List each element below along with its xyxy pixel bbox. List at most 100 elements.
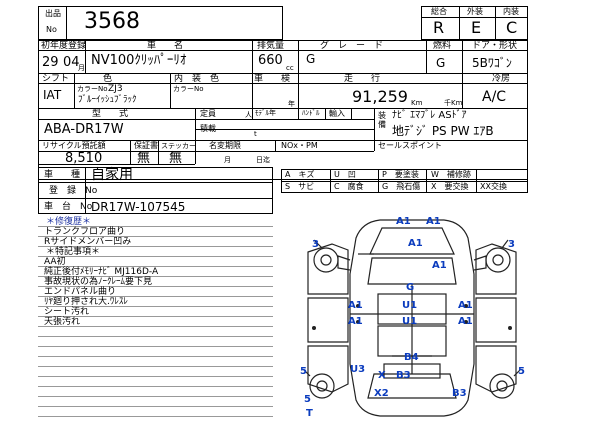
note-rule bbox=[38, 266, 273, 267]
header-shift: シフト bbox=[42, 74, 70, 84]
mark-a1-upper-right: A1 bbox=[408, 238, 423, 249]
grade-box bbox=[421, 6, 528, 40]
note-line: シート汚れ bbox=[44, 307, 90, 317]
header-sticker: ステッカー bbox=[161, 142, 196, 150]
header-warranty: 保証書 bbox=[134, 141, 158, 150]
code-x: X 要交換 bbox=[431, 182, 469, 191]
header-sales-point: セールスポイント bbox=[378, 141, 442, 150]
mark-u1-lower: U1 bbox=[402, 316, 417, 327]
capacity-unit: 人 bbox=[245, 111, 252, 119]
note-rule bbox=[38, 316, 273, 317]
displacement-unit: cc bbox=[286, 64, 294, 72]
mileage-thousand-unit: 千Km bbox=[444, 99, 463, 107]
month-unit: 月 bbox=[78, 64, 85, 72]
code-p: P 要塗装 bbox=[382, 170, 419, 179]
code-g: G 飛石傷 bbox=[382, 182, 421, 191]
note-rule bbox=[38, 236, 273, 237]
model-value: ABA-DR17W bbox=[44, 122, 124, 137]
warranty-value: 無 bbox=[137, 151, 151, 166]
mark-u3: U3 bbox=[350, 364, 365, 375]
displacement: 660 bbox=[258, 53, 283, 68]
note-line: 事故現状の為ﾉｰｸﾚｰﾑ要下見 bbox=[44, 277, 153, 287]
grade-value: G bbox=[306, 52, 316, 66]
color-no-label: カラーNo bbox=[77, 85, 108, 93]
mark-a1-right-lower-side: A1 bbox=[458, 316, 473, 327]
header-name-change-expiry: 名変期限 bbox=[209, 141, 241, 150]
note-rule bbox=[38, 366, 273, 367]
aircon-value: A/C bbox=[482, 89, 507, 105]
first-reg-month: 04 bbox=[63, 55, 80, 70]
header-model-year: ﾓﾃﾞﾙ年 bbox=[255, 109, 276, 117]
recycle-value: 8,510 bbox=[65, 151, 103, 166]
note-line: ＊修復歴＊ bbox=[46, 217, 92, 227]
mark-u1-upper: U1 bbox=[402, 300, 417, 311]
header-grade: グ レ ー ド bbox=[320, 41, 384, 51]
header-vehicle-type: 車 種 bbox=[44, 170, 81, 180]
mileage-value: 91,259 bbox=[352, 87, 408, 106]
header-chassis-no: 車 台 No bbox=[44, 202, 93, 212]
header-import: 輸入 bbox=[329, 109, 345, 118]
note-line: 天張汚れ bbox=[44, 317, 81, 327]
note-line: ＊特記事項＊ bbox=[46, 247, 101, 257]
mark-x2: X2 bbox=[374, 388, 389, 399]
car-name: NV100ｸﾘｯﾊﾟｰﾘｵ bbox=[91, 53, 187, 68]
note-rule bbox=[38, 326, 273, 327]
note-rule bbox=[38, 296, 273, 297]
header-fuel: 燃料 bbox=[433, 41, 452, 51]
code-w: W 補修跡 bbox=[431, 170, 471, 179]
fuel-value: G bbox=[436, 56, 446, 70]
color-name: ﾌﾞﾙｰｲｯｼｭﾌﾞﾗｯｸ bbox=[78, 95, 137, 105]
door-shape: 5Bﾜｺﾞﾝ bbox=[472, 56, 512, 70]
code-s: S サビ bbox=[285, 182, 315, 191]
note-line: エンドパネル曲り bbox=[44, 287, 117, 297]
interior-color-no-label: カラーNo bbox=[173, 85, 204, 93]
mark-a1-top-right: A1 bbox=[426, 216, 441, 227]
grade-header-exterior: 外装 bbox=[467, 7, 483, 16]
note-rule bbox=[38, 336, 273, 337]
note-rule bbox=[38, 306, 273, 307]
code-c: C 腐食 bbox=[334, 182, 364, 191]
header-registration-no: 登 録 No bbox=[49, 186, 98, 196]
vehicle-type: 自家用 bbox=[91, 167, 133, 183]
header-load: 積載 bbox=[200, 124, 216, 133]
header-model: 型 式 bbox=[92, 109, 129, 119]
mark-a1-top-left: A1 bbox=[396, 216, 411, 227]
inspection-year-unit: 年 bbox=[288, 100, 295, 108]
note-rule bbox=[38, 346, 273, 347]
first-reg-year: 29 bbox=[42, 55, 59, 70]
header-inspection: 車 検 bbox=[254, 74, 291, 84]
note-rule bbox=[38, 286, 273, 287]
expiry-month-unit: 月 bbox=[224, 156, 231, 164]
header-handle: ﾊﾝﾄﾞﾙ bbox=[302, 109, 320, 117]
mark-g: G bbox=[406, 282, 414, 293]
grade-interior: C bbox=[506, 18, 518, 37]
header-recycle: リサイクル預託額 bbox=[42, 141, 106, 150]
note-rule bbox=[38, 386, 273, 387]
header-interior-color: 内 装 色 bbox=[174, 74, 220, 84]
code-a: A キズ bbox=[285, 170, 315, 179]
grade-header-interior: 内装 bbox=[503, 7, 519, 16]
mark-x: X bbox=[378, 370, 386, 381]
mark-b3-rear: B3 bbox=[452, 388, 467, 399]
mark-5-left: 5 bbox=[300, 366, 307, 377]
info-grid bbox=[38, 40, 528, 180]
header-mileage: 走 行 bbox=[344, 74, 381, 84]
mark-5-right: 5 bbox=[518, 366, 525, 377]
mileage-unit: Km bbox=[411, 99, 423, 107]
mark-5-bottom: 5 bbox=[304, 394, 311, 405]
header-equipment: 装 備 bbox=[378, 111, 386, 129]
mark-b4: B4 bbox=[404, 352, 419, 363]
shift-value: IAT bbox=[43, 88, 62, 102]
expiry-day-unit: 日迄 bbox=[256, 156, 270, 164]
lot-number: 3568 bbox=[84, 9, 140, 34]
note-rule bbox=[38, 396, 273, 397]
code-u: U 凹 bbox=[334, 170, 356, 179]
note-line: ﾘﾔ廻り押され大.ﾜﾚｽﾚ bbox=[44, 297, 128, 307]
header-first-registration: 初年度登録 bbox=[41, 41, 87, 51]
mark-a1-right: A1 bbox=[432, 260, 447, 271]
lot-box bbox=[38, 6, 283, 40]
vehicle-box bbox=[38, 167, 273, 214]
car-damage-diagram: A1 A1 A1 A1 G A1 A1 A1 A1 U1 U1 B4 U3 X … bbox=[300, 216, 525, 419]
note-rule bbox=[38, 356, 273, 357]
header-door-shape: ドア・形状 bbox=[472, 41, 518, 51]
